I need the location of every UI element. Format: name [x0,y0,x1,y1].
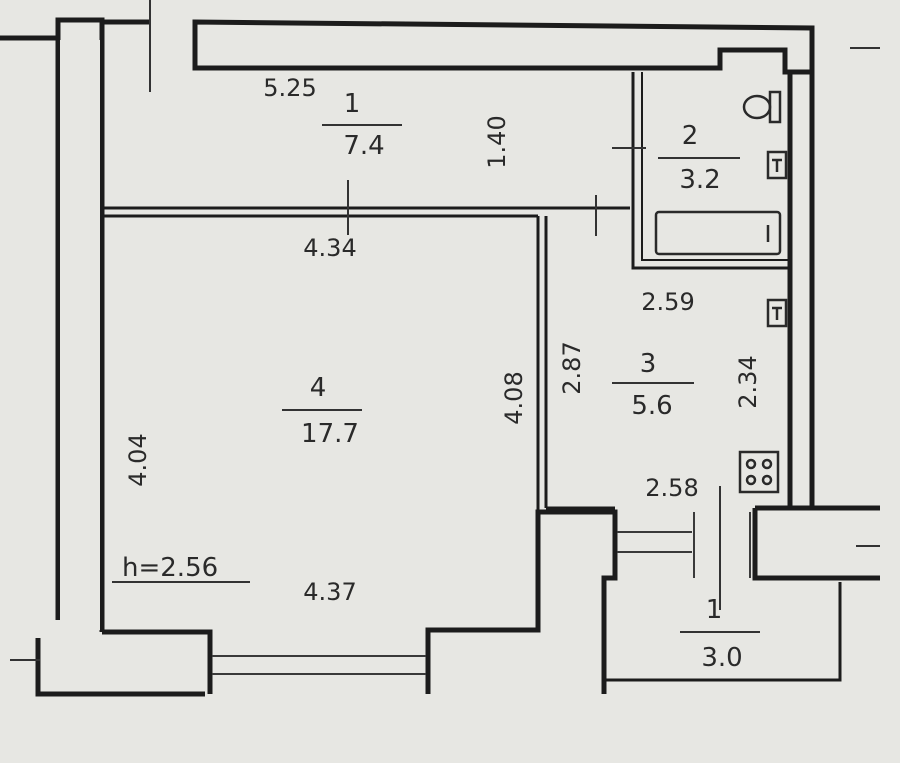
ceiling-height: h=2.56 [122,553,218,583]
room4-bottom-right-wall [425,509,618,694]
kitchen-sink-icon [766,298,788,328]
room1-area: 7.4 [343,131,384,161]
dimension-ticks [10,0,880,661]
dim-4-04: 4.04 [124,433,152,486]
dim-4-08: 4.08 [500,371,528,424]
dim-2-34: 2.34 [734,355,762,408]
balcony-number: 1 [706,595,723,625]
toilet-icon [742,90,782,124]
left-lower-wall [35,638,205,697]
dim-2-58: 2.58 [645,474,698,502]
room2-area: 3.2 [679,165,720,195]
windows [212,512,751,675]
dim-5-25: 5.25 [263,74,316,102]
fixtures [654,90,788,494]
kitchen-bottom-wall-right [752,505,880,581]
top-wall [192,19,815,75]
dim-1-40: 1.40 [483,115,511,168]
balcony-area: 3.0 [701,643,742,673]
room4-bottom-left-wall [102,629,213,694]
room4-number: 4 [310,373,327,403]
fraction-lines [112,124,760,633]
balcony-outline [602,582,842,694]
bathroom-wall [631,72,790,270]
bathtub-icon [654,210,782,256]
room3-number: 3 [640,349,657,379]
left-exterior-wall [55,17,105,632]
walls [0,17,880,697]
room1-number: 1 [344,89,361,119]
room4-area: 17.7 [301,419,359,449]
dim-2-59: 2.59 [641,288,694,316]
stove-icon [738,450,780,494]
room2-number: 2 [682,121,699,151]
room3-area: 5.6 [631,391,672,421]
dim-2-87: 2.87 [558,341,586,394]
dim-4-34: 4.34 [303,234,356,262]
bathroom-wall-inner [641,72,790,261]
dim-4-37: 4.37 [303,578,356,606]
sink-icon [766,150,788,180]
